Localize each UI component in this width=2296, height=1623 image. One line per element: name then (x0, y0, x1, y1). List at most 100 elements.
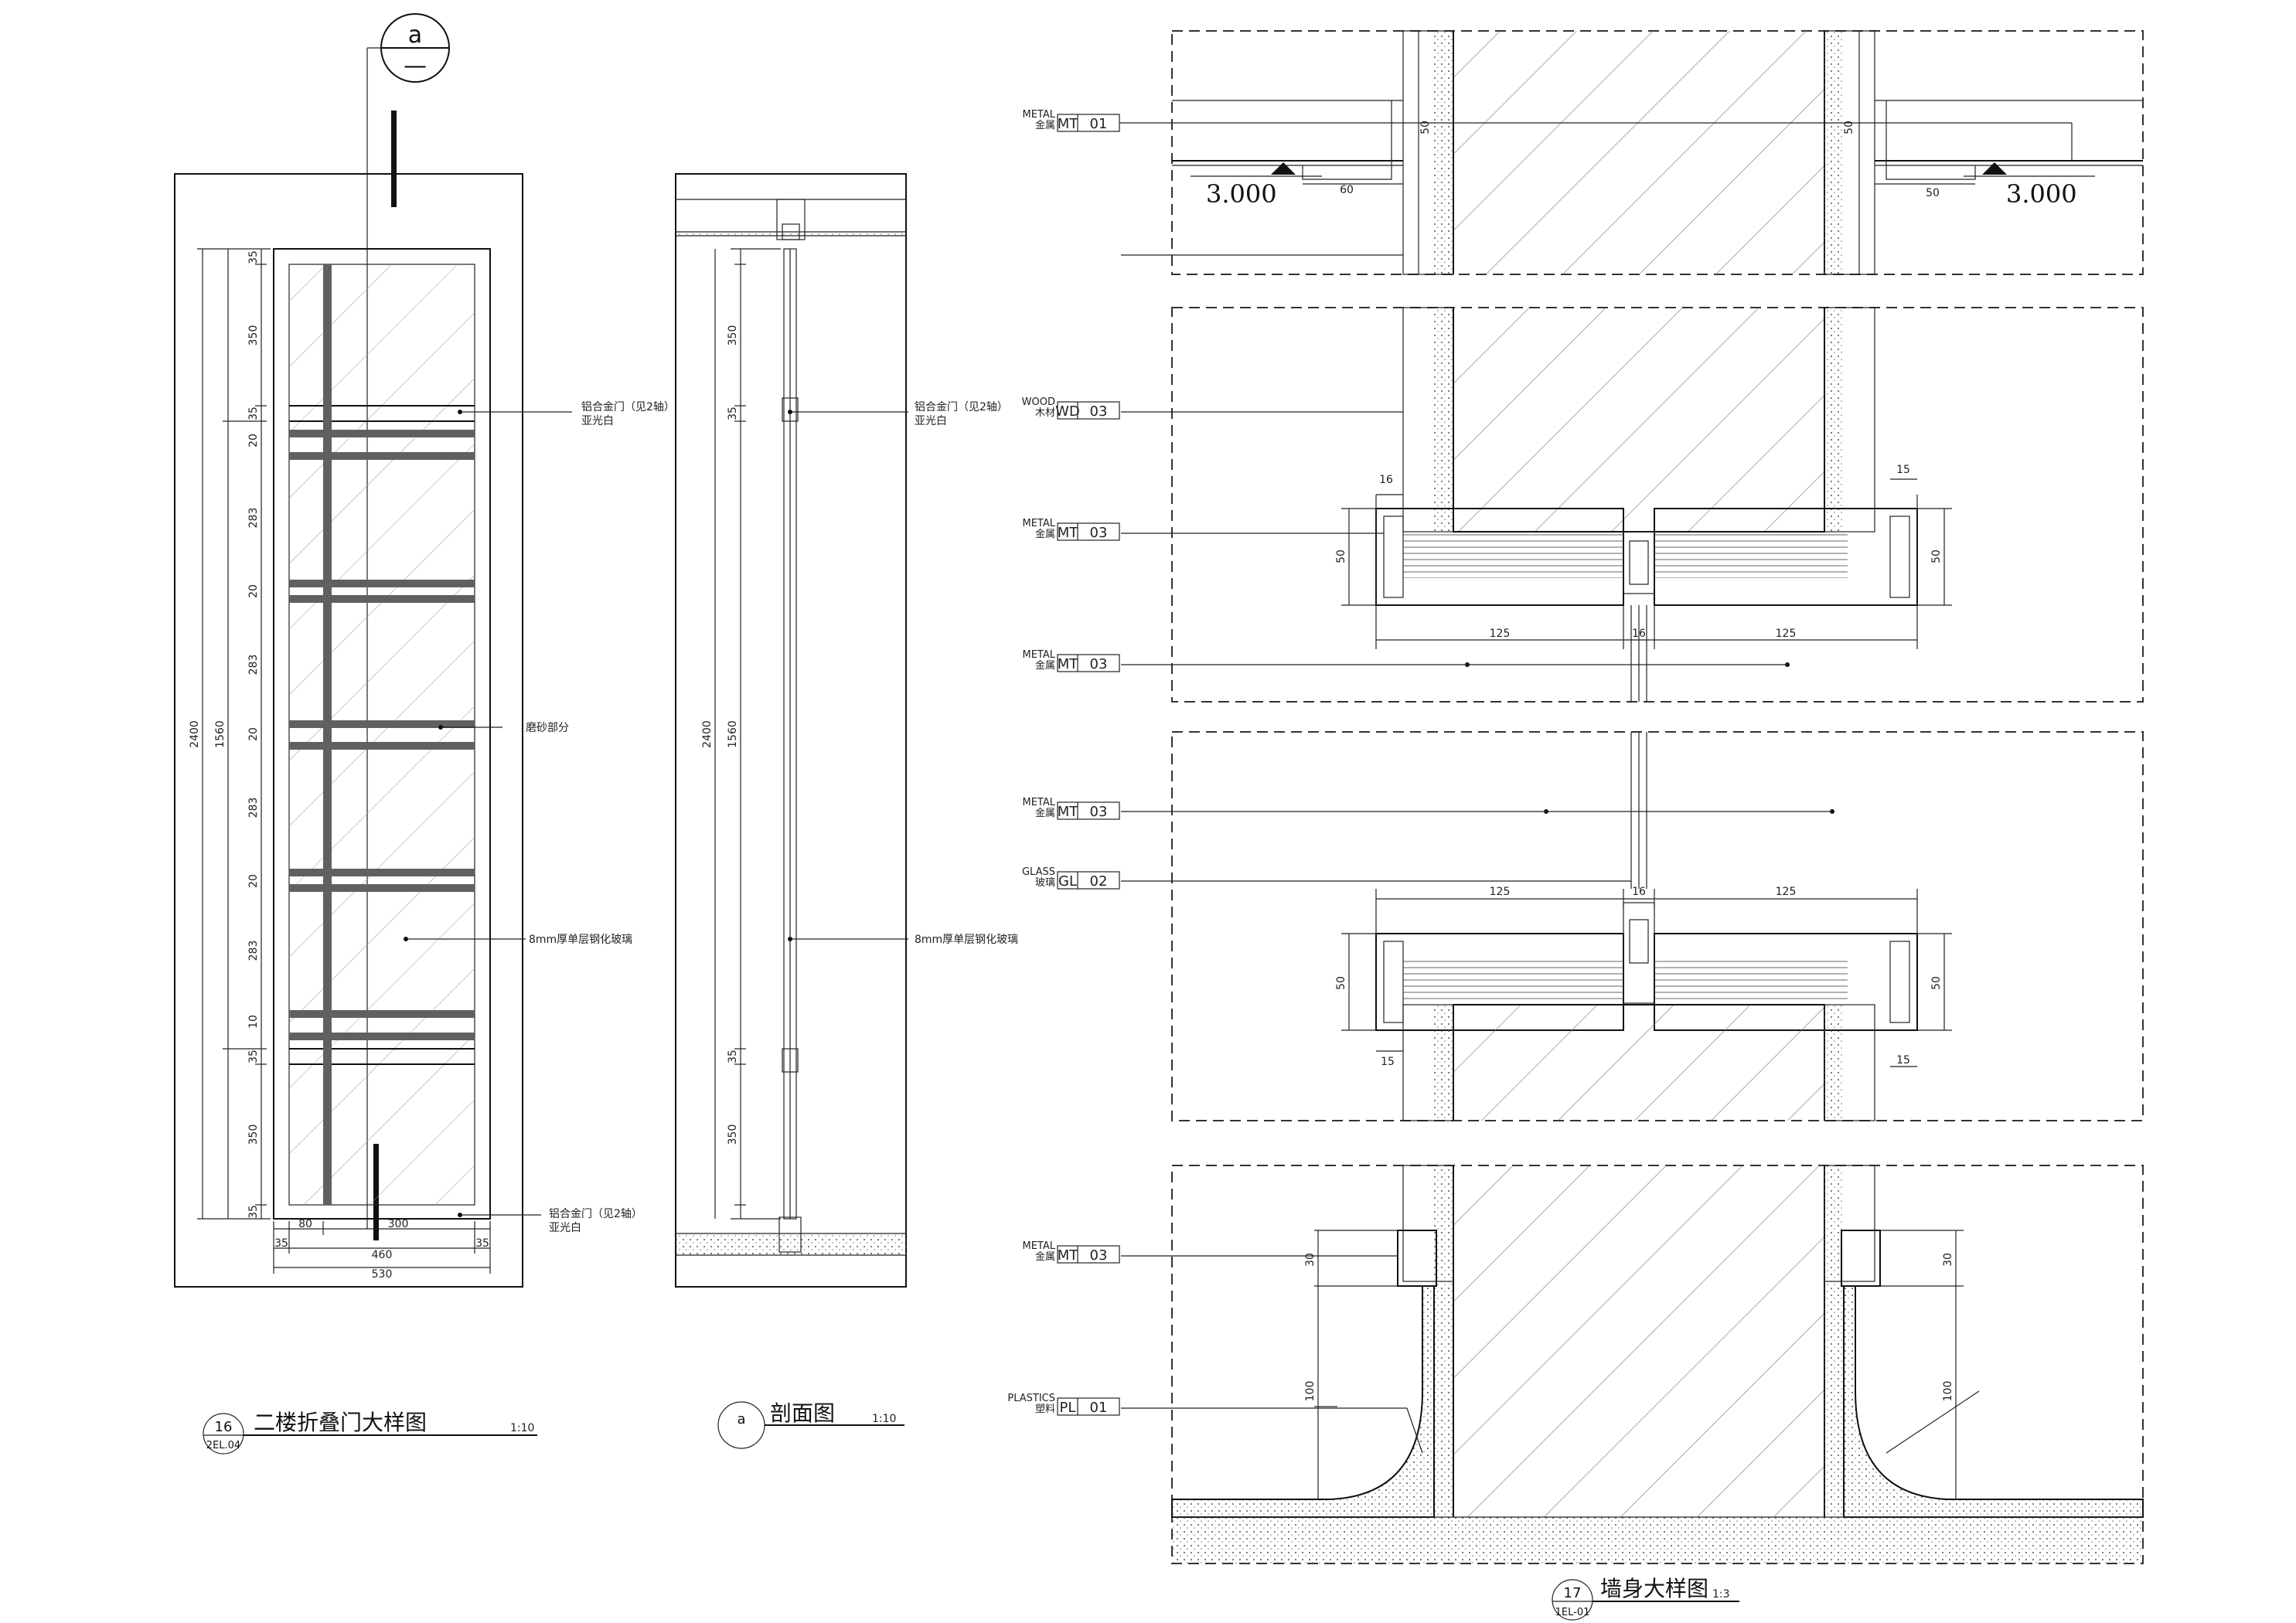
material-tag-8: PLASTICS 塑料 PL 01 (1007, 1393, 1120, 1416)
p2-dim-w-right: 125 (1776, 628, 1797, 640)
mat-6-en: GLASS (1022, 866, 1055, 878)
wall-detail-scale: 1:3 (1712, 1588, 1730, 1601)
p3-dim-w-right: 125 (1776, 886, 1797, 898)
section-dim-top: 350 (727, 325, 739, 346)
mat-2-num: 03 (1090, 403, 1108, 420)
mat-5-code: MT (1058, 804, 1079, 820)
material-tag-1: METAL 金属 MT 01 (1023, 109, 2073, 161)
dim-mid-width: 300 (388, 1218, 409, 1230)
mat-2-code: WD (1055, 403, 1080, 420)
door-detail-sheet: 2EL.04 (206, 1440, 240, 1451)
section-callout-frame-2: 亚光白 (915, 415, 947, 427)
mat-7-en: METAL (1023, 1240, 1056, 1252)
material-tag-4: METAL 金属 MT 03 (1023, 649, 1120, 672)
dim-top-rail-b: 35 (247, 407, 260, 420)
mat-6-code: GL (1058, 873, 1077, 890)
mat-3-cn: 金属 (1035, 528, 1055, 540)
wall-detail-sheet: 1EL-01 (1555, 1607, 1590, 1618)
dim-bottom-rail-b: 35 (247, 1205, 260, 1219)
mat-5-num: 03 (1090, 804, 1108, 820)
p3-dim-mid: 16 (1632, 886, 1646, 898)
mat-4-code: MT (1058, 656, 1079, 672)
callout-frosted: 磨砂部分 (526, 722, 569, 734)
p4-dim-h2-left: 100 (1304, 1381, 1317, 1402)
dim-width-small-b: 35 (475, 1237, 489, 1250)
section-scale: 1:10 (872, 1413, 896, 1425)
material-tag-7: METAL 金属 MT 03 (1023, 1240, 1120, 1264)
mat-4-en: METAL (1023, 649, 1056, 661)
mat-3-num: 03 (1090, 525, 1108, 541)
dim-bottom-panel: 350 (247, 1125, 260, 1145)
p2-dim-mid: 16 (1632, 628, 1646, 640)
p3-dim-w-left: 125 (1490, 886, 1511, 898)
dim-band-stripe-3: 20 (247, 727, 260, 741)
p1-dim-right: 50 (1926, 187, 1940, 199)
dim-band-stripe-4: 20 (247, 874, 260, 888)
dim-width-inner: 460 (372, 1249, 393, 1261)
mat-5-en: METAL (1023, 797, 1056, 808)
mat-6-num: 02 (1090, 873, 1108, 890)
dim-width-total: 530 (372, 1268, 393, 1281)
p4-dim-h1-left: 30 (1304, 1253, 1317, 1267)
material-tag-6: GLASS 玻璃 GL 02 (1022, 866, 1120, 890)
section-letter: a (737, 1411, 745, 1427)
section-dim-bottom-rail: 35 (727, 1050, 739, 1063)
p3-dim-bot-right: 15 (1896, 1054, 1910, 1067)
material-tag-2: WOOD 木材 WD 03 (1022, 396, 1120, 420)
mat-1-cn: 金属 (1035, 119, 1055, 131)
section-dim-total: 2400 (701, 720, 714, 748)
p1-dim-left: 60 (1340, 184, 1354, 196)
mat-8-num: 01 (1090, 1400, 1108, 1416)
mat-4-cn: 金属 (1035, 659, 1055, 672)
wall-detail-title: 墙身大样图 (1600, 1576, 1708, 1601)
wall-detail: 3.000 3.000 60 50 50 50 (1007, 30, 2144, 1621)
p2-dim-top-left: 16 (1379, 474, 1393, 486)
dim-left-edge: 80 (298, 1218, 312, 1230)
p4-dim-h1-right: 30 (1942, 1253, 1954, 1267)
mat-2-cn: 木材 (1035, 407, 1055, 419)
mat-1-code: MT (1058, 116, 1079, 132)
mat-5-cn: 金属 (1035, 807, 1055, 819)
section-dim-top-rail: 35 (727, 407, 739, 420)
mat-1-en: METAL (1023, 109, 1056, 121)
p2-dim-h-left: 50 (1335, 550, 1347, 563)
p1-dim-vert-left: 50 (1419, 121, 1432, 134)
mat-7-cn: 金属 (1035, 1250, 1055, 1263)
dim-band-stripe-1: 20 (247, 434, 260, 447)
mat-8-en: PLASTICS (1007, 1393, 1055, 1404)
callout-top-frame-1: 铝合金门（见2轴） (581, 401, 675, 413)
mat-8-code: PL (1060, 1400, 1076, 1416)
section-dim-inner: 1560 (727, 720, 739, 748)
dim-top-rail-a: 35 (247, 250, 260, 264)
callout-bottom-frame-1: 铝合金门（见2轴） (549, 1208, 642, 1220)
door-detail-scale: 1:10 (510, 1422, 534, 1434)
p3-dim-h-right: 50 (1930, 976, 1943, 990)
section-title: 剖面图 (770, 1400, 835, 1426)
dim-band-gap-2: 283 (247, 655, 260, 675)
callout-glass: 8mm厚单层钢化玻璃 (529, 933, 632, 946)
mat-6-cn: 玻璃 (1035, 877, 1055, 889)
dim-bottom-rail-a: 35 (247, 1050, 260, 1063)
p4-dim-h2-right: 100 (1942, 1381, 1954, 1402)
mat-4-num: 03 (1090, 656, 1108, 672)
door-elevation: 2400 1560 350 35 35 283 283 283 283 20 2… (174, 173, 675, 1455)
dim-band-stripe-5: 10 (247, 1015, 260, 1029)
wall-detail-number: 17 (1564, 1585, 1582, 1601)
mat-1-num: 01 (1090, 116, 1108, 132)
section-marker-letter: a (408, 22, 422, 49)
dim-width-small-a: 35 (274, 1237, 288, 1250)
p1-dim-vert-right: 50 (1843, 121, 1855, 134)
dim-band-gap-3: 283 (247, 798, 260, 818)
section-callout-glass: 8mm厚单层钢化玻璃 (915, 933, 1018, 946)
mat-7-num: 03 (1090, 1247, 1108, 1264)
callout-top-frame-2: 亚光白 (581, 415, 614, 427)
dim-inner-height: 1560 (214, 720, 227, 748)
dim-band-gap-1: 283 (247, 508, 260, 529)
section-callout-frame-1: 铝合金门（见2轴） (915, 401, 1008, 413)
p2-dim-top-right: 15 (1896, 464, 1910, 476)
mat-3-en: METAL (1023, 518, 1056, 529)
door-section: 2400 1560 350 35 350 35 铝合金门（见2轴） 亚光白 8m… (675, 173, 1018, 1449)
material-tag-3: METAL 金属 MT 03 (1023, 518, 1120, 541)
p2-dim-w-left: 125 (1490, 628, 1511, 640)
